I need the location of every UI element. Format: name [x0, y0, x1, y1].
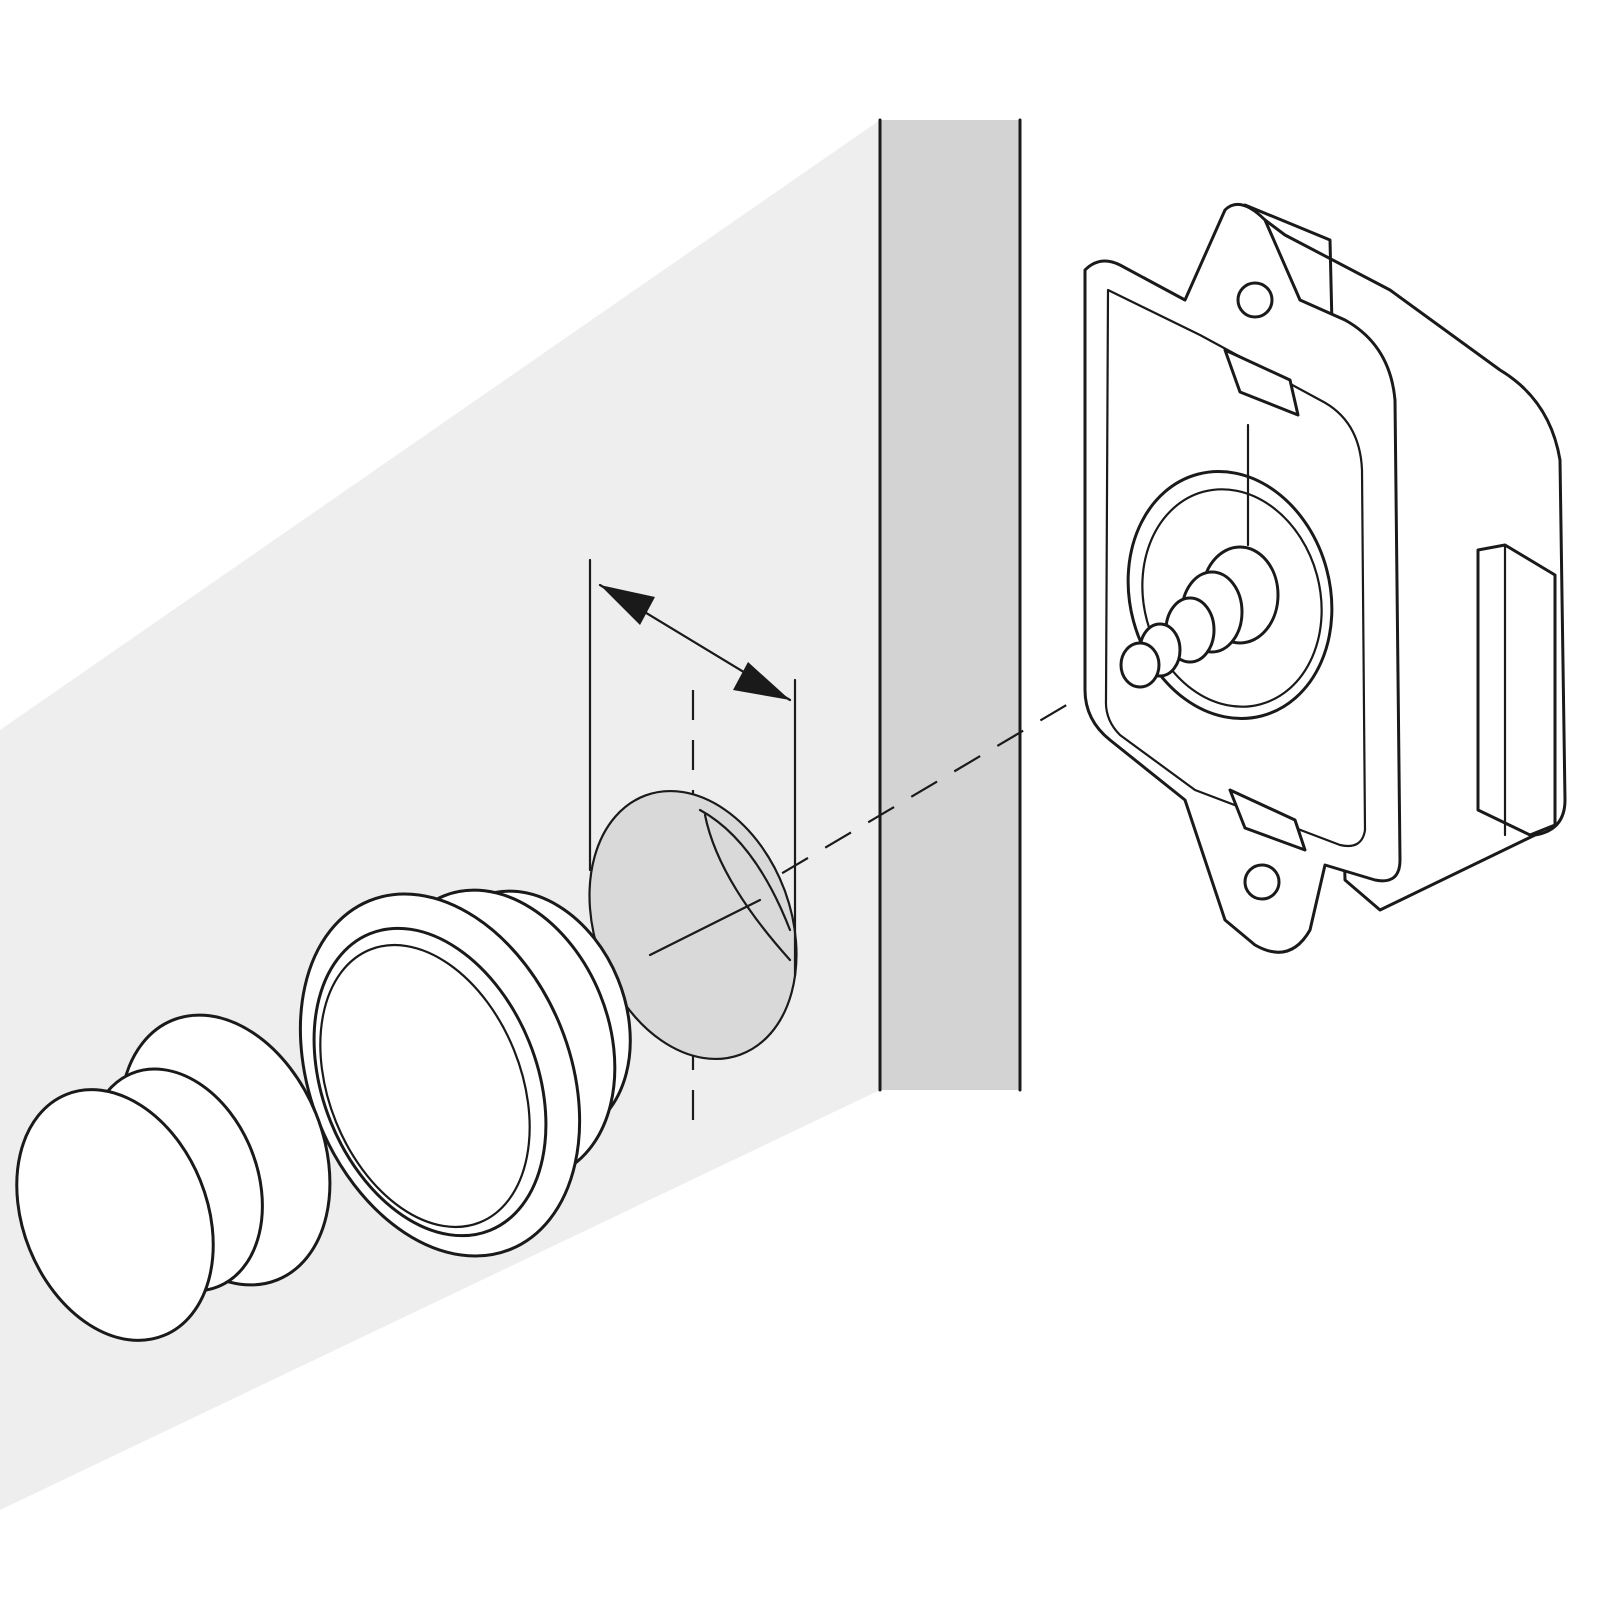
panel-board-section	[878, 118, 1022, 1092]
diameter-dimension-arrow	[588, 558, 797, 977]
arrowhead-left	[600, 585, 655, 625]
trim-ring-bezel	[298, 888, 632, 1258]
arrowhead-right	[733, 662, 790, 700]
drill-hole	[588, 789, 798, 1061]
push-knob	[15, 1013, 332, 1342]
latch-body	[1083, 202, 1567, 954]
